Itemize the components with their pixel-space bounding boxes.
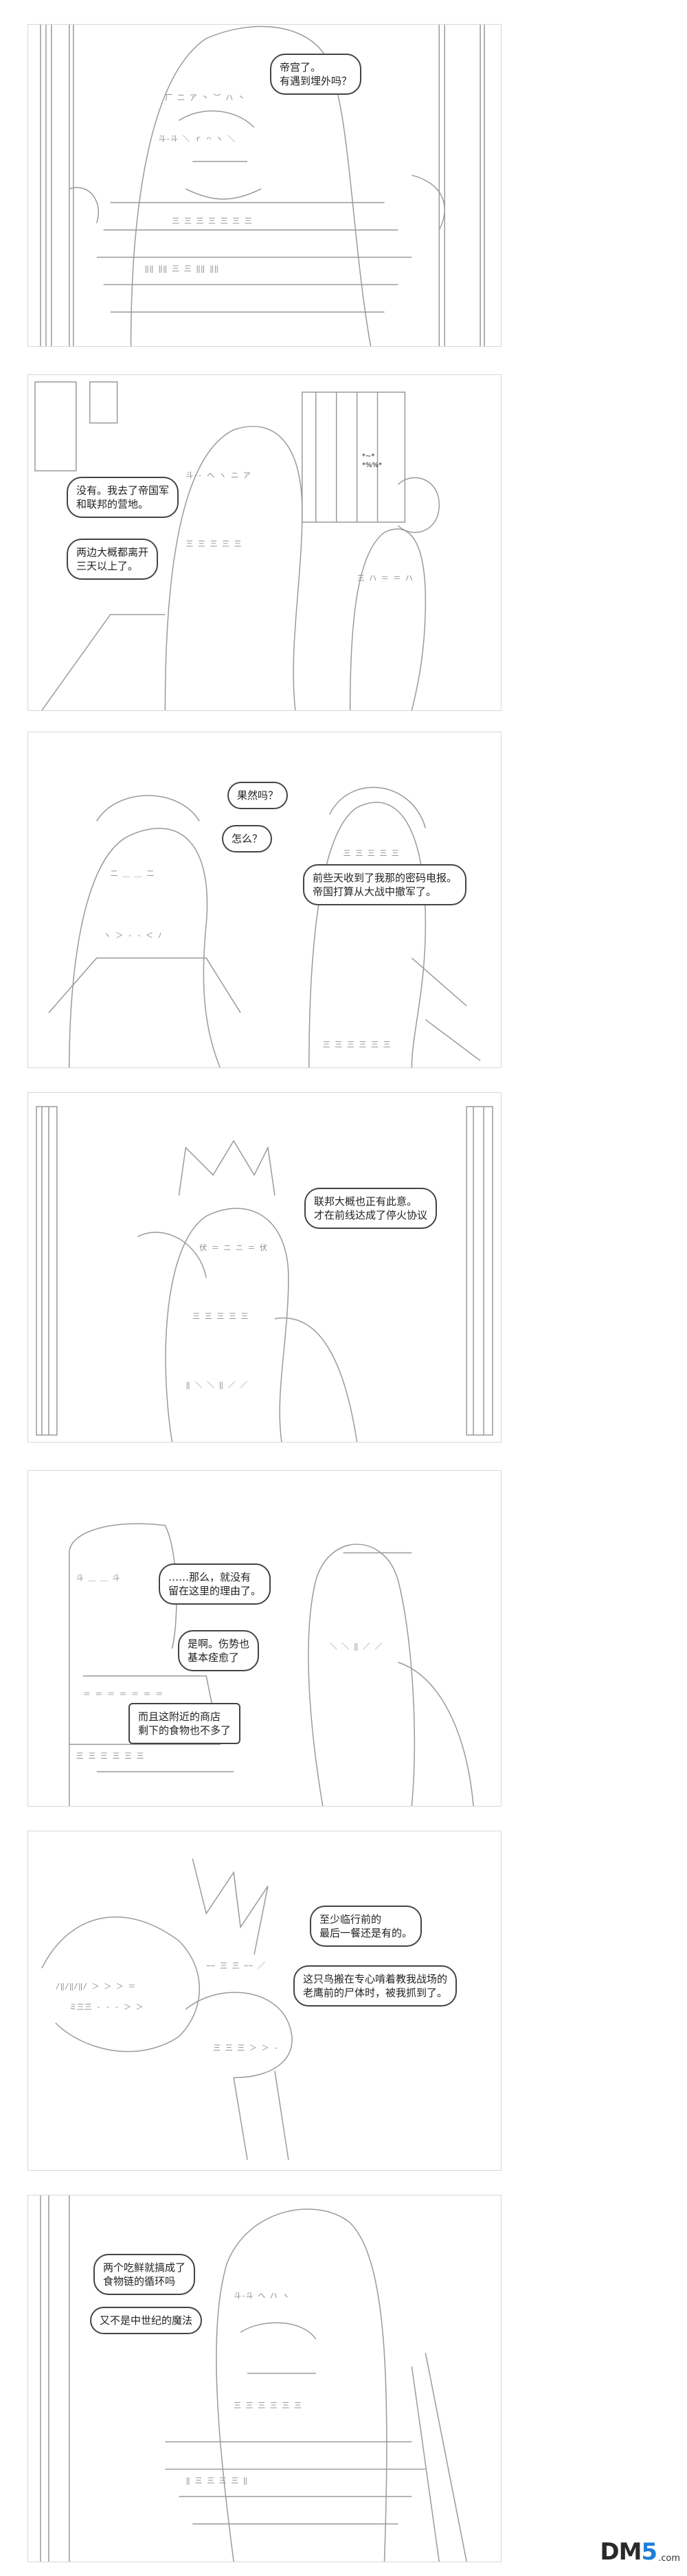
ascii-art-scene-3: 二 ＿ ＿ 二 ヽ ＞ ‐ ‐ ＜ ﾉ 三 三 三 三 三 三 三 三 三 三 … bbox=[48, 787, 481, 1067]
ascii-art-scene-4: 伏 ＝ ニ ニ ＝ 伏 三 三 三 三 三 ‖ ＼ ＼ ‖ ／ ／ bbox=[36, 1106, 493, 1442]
svg-text:＼ ＼ ‖ ／ ／: ＼ ＼ ‖ ／ ／ bbox=[330, 1642, 383, 1651]
svg-text:三 三 三 三 三: 三 三 三 三 三 bbox=[185, 539, 241, 548]
svg-text:‖ ＼ ＼ ‖ ／ ／: ‖ ＼ ＼ ‖ ／ ／ bbox=[185, 1380, 247, 1389]
speech-bubble: ……那么，就没有 留在这里的理由了。 bbox=[159, 1563, 271, 1605]
svg-text:‖ 三 三 三 三 ‖: ‖ 三 三 三 三 ‖ bbox=[185, 2476, 247, 2485]
svg-text:三 三 三 三 三: 三 三 三 三 三 bbox=[192, 1312, 248, 1321]
comic-panel-6: /‖/‖/‖/ ＞ ＞ ＞ ＝ ミ三三 ‐ ‐ ‐ ＞ ＞ ~~ 三 三 ~~ … bbox=[27, 1831, 502, 2171]
speech-bubble: 至少临行前的 最后一餐还是有的。 bbox=[310, 1906, 423, 1947]
svg-text:斗 ＿ ＿ 斗: 斗 ＿ ＿ 斗 bbox=[76, 1573, 120, 1582]
svg-text:三 三 三 三 三 三: 三 三 三 三 三 三 bbox=[323, 1040, 391, 1049]
ascii-art-scene-2: 斗‐‐ ヘ ヽ ニ ア 三 三 三 三 三 三 ハ ＝ ＝ ハ bbox=[34, 381, 440, 710]
svg-text:ヽ ＞ ‐ ‐ ＜ ﾉ: ヽ ＞ ‐ ‐ ＜ ﾉ bbox=[104, 931, 162, 940]
site-watermark: DM5 .com bbox=[550, 2535, 680, 2569]
speech-bubble: 没有。我去了帝国军 和联邦的营地。 bbox=[67, 477, 179, 518]
svg-text:三 三 三 三 三 三: 三 三 三 三 三 三 bbox=[76, 1751, 144, 1760]
speech-bubble: 又不是中世纪的魔法 bbox=[90, 2307, 203, 2334]
svg-text:/‖/‖/‖/ ＞ ＞ ＞ ＝: /‖/‖/‖/ ＞ ＞ ＞ ＝ bbox=[56, 1982, 135, 1991]
comic-panel-4: 伏 ＝ ニ ニ ＝ 伏 三 三 三 三 三 ‖ ＼ ＼ ‖ ／ ／ 联邦大概也正… bbox=[27, 1092, 502, 1443]
watermark-logo: DM5 bbox=[600, 2538, 657, 2566]
speech-bubble: 帝宫了。 有遇到埋外吗？ bbox=[270, 54, 362, 95]
ascii-art-scene-7: 斗‐斗 ヘ ハ ヽ 三 三 三 三 三 三 ‖ 三 三 三 三 ‖ bbox=[40, 2195, 467, 2562]
speech-bubble: 联邦大概也正有此意。 才在前线达成了停火协议 bbox=[304, 1188, 438, 1229]
speech-bubble: 是啊。伤势也 基本痊愈了 bbox=[178, 1630, 260, 1671]
speech-bubble: 前些天收到了我那的密码电报。 帝国打算从大战中撤军了。 bbox=[303, 864, 467, 905]
ascii-art-scene-5: 斗 ＿ ＿ 斗 ＝ ＝ ＝ ＝ ＝ ＝ ＝ 三 三 三 三 三 三 ＼ ＼ ‖ … bbox=[69, 1523, 474, 1806]
svg-text:斗‐‐ ヘ ヽ ニ ア: 斗‐‐ ヘ ヽ ニ ア bbox=[185, 471, 250, 479]
speech-bubble: *~* *%%* bbox=[362, 453, 383, 469]
speech-bubble: 这只鸟搬在专心啃着教我战场的 老鹰前的尸体时，被我抓到了。 bbox=[293, 1965, 458, 2007]
speech-bubble: 两边大概都离开 三天以上了。 bbox=[67, 539, 159, 580]
speech-bubble: 而且这附近的商店 剩下的食物也不多了 bbox=[128, 1703, 241, 1744]
comic-panel-5: 斗 ＿ ＿ 斗 ＝ ＝ ＝ ＝ ＝ ＝ ＝ 三 三 三 三 三 三 ＼ ＼ ‖ … bbox=[27, 1470, 502, 1807]
comic-panel-7: 斗‐斗 ヘ ハ ヽ 三 三 三 三 三 三 ‖ 三 三 三 三 ‖ 两个吃鲜就搞… bbox=[27, 2195, 502, 2562]
speech-bubble: 两个吃鲜就搞成了 食物链的循环吗 bbox=[93, 2254, 196, 2295]
svg-text:ミ三三 ‐ ‐ ‐ ＞ ＞: ミ三三 ‐ ‐ ‐ ＞ ＞ bbox=[69, 2002, 144, 2011]
speech-bubble: 果然吗？ bbox=[227, 782, 289, 809]
speech-bubble: 怎么？ bbox=[222, 825, 273, 852]
ascii-art-scene-1: 厂 二 ア 丶 ︶ ハ 丶 斗‐斗 ＼ ｒ ⌒ ヽ ＼ 三 三 三 三 三 三 … bbox=[40, 25, 485, 346]
svg-text:三 三 三 三 三 三 三: 三 三 三 三 三 三 三 bbox=[172, 216, 251, 225]
svg-text:三 三 三 三 三: 三 三 三 三 三 bbox=[344, 848, 399, 857]
svg-text:三 三 三 三 三 三: 三 三 三 三 三 三 bbox=[234, 2401, 302, 2410]
svg-text:伏 ＝ ニ ニ ＝ 伏: 伏 ＝ ニ ニ ＝ 伏 bbox=[199, 1243, 267, 1252]
comic-panel-3: 二 ＿ ＿ 二 ヽ ＞ ‐ ‐ ＜ ﾉ 三 三 三 三 三 三 三 三 三 三 … bbox=[27, 732, 502, 1068]
ascii-art-scene-6: /‖/‖/‖/ ＞ ＞ ＞ ＝ ミ三三 ‐ ‐ ‐ ＞ ＞ ~~ 三 三 ~~ … bbox=[41, 1858, 293, 2160]
watermark-domain: .com bbox=[658, 2553, 680, 2564]
comic-panel-1: 厂 二 ア 丶 ︶ ハ 丶 斗‐斗 ＼ ｒ ⌒ ヽ ＼ 三 三 三 三 三 三 … bbox=[27, 24, 502, 347]
svg-text:二 ＿ ＿ 二: 二 ＿ ＿ 二 bbox=[111, 869, 155, 878]
svg-text:厂 二 ア 丶 ︶ ハ 丶: 厂 二 ア 丶 ︶ ハ 丶 bbox=[165, 93, 245, 102]
svg-text:~~ 三 三 ~~ ／: ~~ 三 三 ~~ ／ bbox=[206, 1961, 265, 1970]
svg-text:三 ハ ＝ ＝ ハ: 三 ハ ＝ ＝ ハ bbox=[357, 574, 413, 583]
svg-text:＝ ＝ ＝ ＝ ＝ ＝ ＝: ＝ ＝ ＝ ＝ ＝ ＝ ＝ bbox=[83, 1690, 163, 1699]
svg-text:斗‐斗 ＼ ｒ ⌒ ヽ ＼: 斗‐斗 ＼ ｒ ⌒ ヽ ＼ bbox=[158, 134, 235, 143]
svg-text:三 三 三 ＞ ＞ ‐: 三 三 三 ＞ ＞ ‐ bbox=[213, 2044, 278, 2053]
svg-text:‖‖ ‖‖ 三 三 ‖‖ ‖‖: ‖‖ ‖‖ 三 三 ‖‖ ‖‖ bbox=[145, 264, 219, 273]
svg-text:斗‐斗 ヘ ハ ヽ: 斗‐斗 ヘ ハ ヽ bbox=[234, 2291, 289, 2300]
comic-panel-2: 斗‐‐ ヘ ヽ ニ ア 三 三 三 三 三 三 ハ ＝ ＝ ハ 没有。我去了帝国… bbox=[27, 374, 502, 711]
